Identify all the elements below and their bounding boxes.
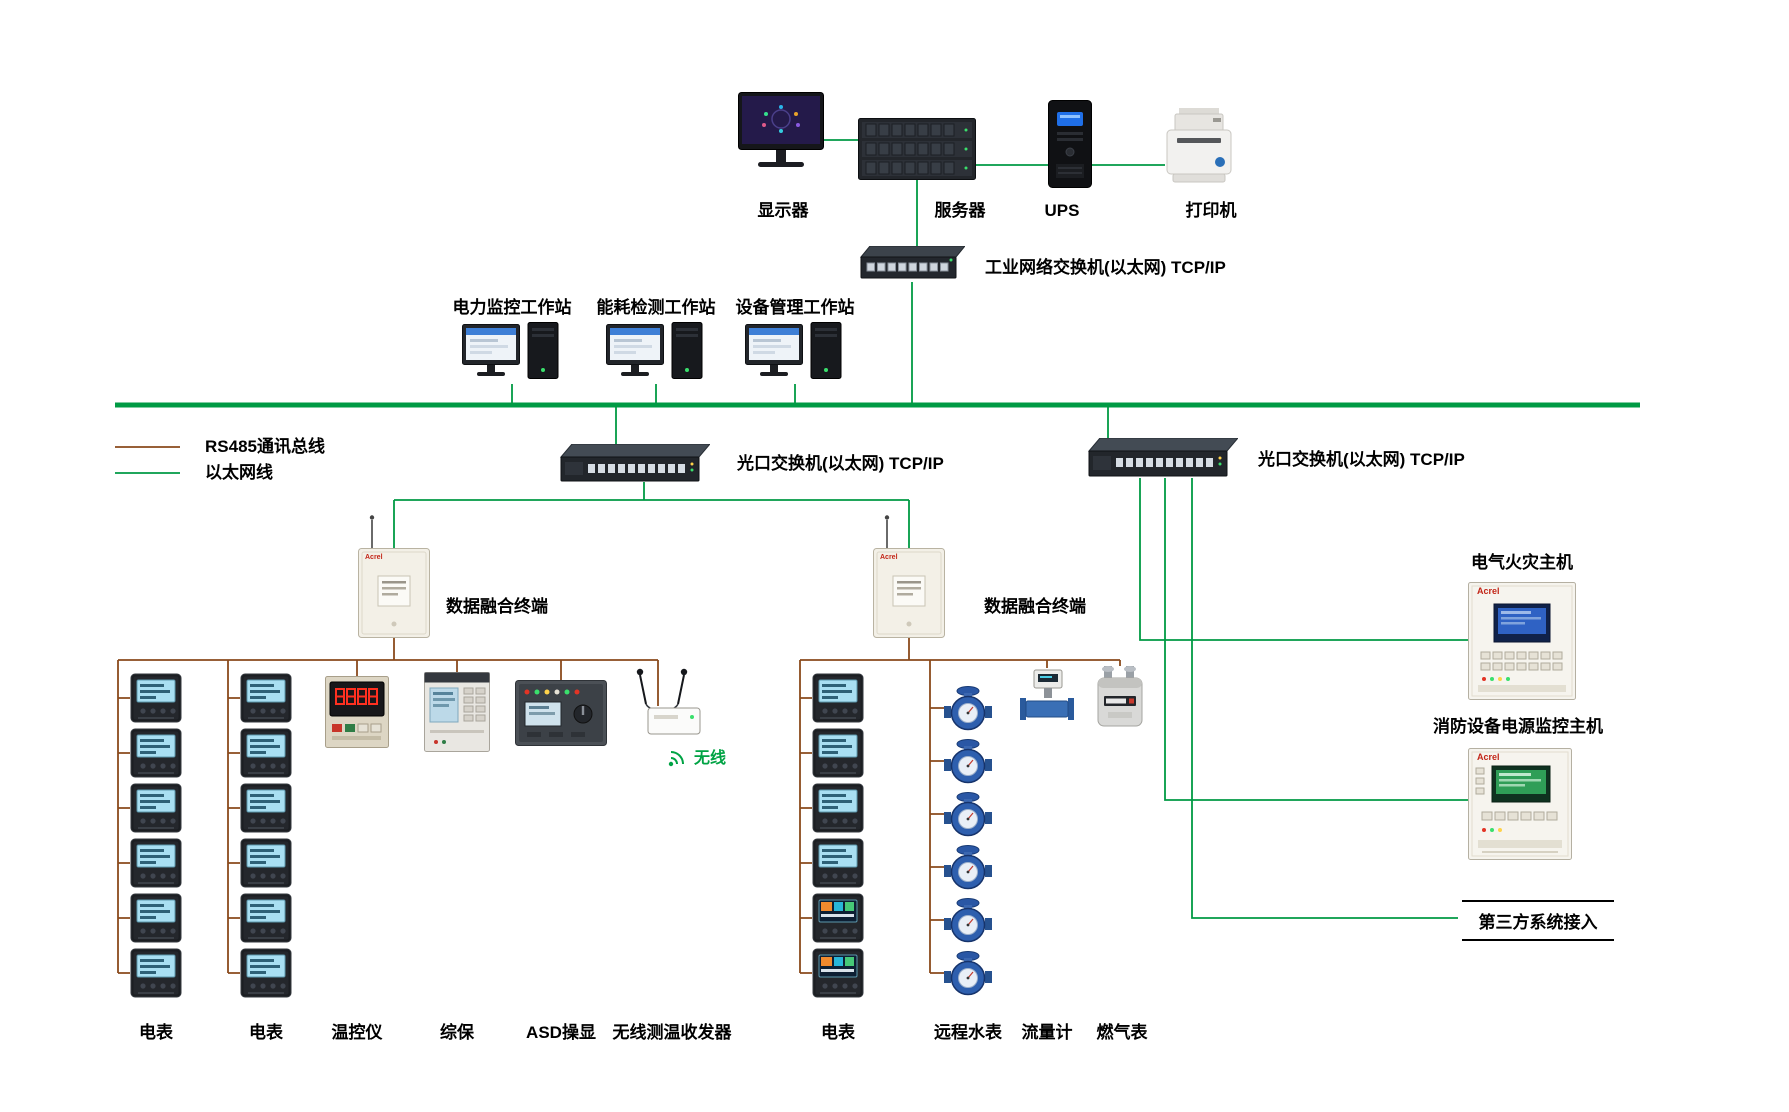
energy-meter	[812, 783, 864, 833]
legend-ethernet-label: 以太网线	[205, 463, 273, 482]
energy-meter	[240, 783, 292, 833]
energy-meter	[130, 783, 182, 833]
server-device	[858, 118, 976, 180]
industrial-switch-device	[860, 246, 965, 282]
energy-meter-color	[812, 948, 864, 998]
acrel-logo: Acrel	[1477, 586, 1500, 596]
optical-switch-right-label: 光口交换机(以太网) TCP/IP	[1258, 450, 1465, 469]
industrial-switch-label: 工业网络交换机(以太网) TCP/IP	[985, 258, 1226, 277]
wireless-transceiver-label: 无线测温收发器	[612, 1023, 732, 1042]
water-meter-device	[944, 791, 992, 837]
fire-host-label: 电气火灾主机	[1471, 553, 1573, 572]
legend-rs485-label: RS485通讯总线	[205, 437, 325, 456]
energy-meter	[240, 728, 292, 778]
fire-alarm-host-device: Acrel	[1468, 582, 1576, 700]
protection-label: 综保	[440, 1023, 474, 1042]
water-meter-label: 远程水表	[934, 1023, 1002, 1042]
temp-controller-label: 温控仪	[331, 1023, 383, 1042]
workstation-energy-device	[606, 322, 706, 384]
energy-meter	[130, 838, 182, 888]
ethernet-wires	[115, 139, 1640, 919]
acrel-logo: Acrel	[365, 554, 383, 561]
water-meter-device	[944, 950, 992, 996]
optical-switch-left-label: 光口交换机(以太网) TCP/IP	[737, 454, 944, 473]
workstation-device-label: 设备管理工作站	[735, 298, 855, 317]
fire-power-host-device: Acrel	[1468, 748, 1572, 860]
fusion-terminal-right-label: 数据融合终端	[984, 597, 1086, 616]
energy-meter	[130, 673, 182, 723]
wireless-transceiver-device	[620, 668, 725, 738]
asd-panel-device	[515, 680, 607, 746]
energy-meter	[130, 728, 182, 778]
energy-meter	[812, 838, 864, 888]
acrel-logo: Acrel	[1477, 752, 1500, 762]
energy-meter	[240, 673, 292, 723]
flow-meter-device	[1020, 668, 1074, 724]
third-party-box: 第三方系统接入	[1462, 900, 1614, 941]
water-meter-device	[944, 897, 992, 943]
protection-relay-device	[424, 672, 490, 752]
printer-device	[1165, 104, 1233, 188]
acrel-logo: Acrel	[880, 554, 898, 561]
temp-controller-device	[325, 676, 389, 748]
water-meter-device	[944, 844, 992, 890]
workstation-power-device	[462, 322, 562, 384]
optical-switch-right-device	[1088, 438, 1238, 478]
fusion-terminal-left-label: 数据融合终端	[446, 597, 548, 616]
energy-meter	[812, 673, 864, 723]
energy-meter-color	[812, 893, 864, 943]
energy-meter	[130, 893, 182, 943]
wireless-tag-label: 无线	[694, 750, 727, 767]
fire-power-host-label: 消防设备电源监控主机	[1433, 717, 1603, 736]
server-label: 服务器	[934, 201, 986, 220]
monitor-label: 显示器	[757, 201, 809, 220]
energy-meter	[240, 948, 292, 998]
fusion-terminal-right-device: Acrel	[873, 548, 945, 638]
meter-col1-label: 电表	[139, 1023, 173, 1042]
workstation-power-label: 电力监控工作站	[452, 298, 572, 317]
water-meter-device	[944, 738, 992, 784]
energy-meter	[130, 948, 182, 998]
flow-meter-label: 流量计	[1021, 1023, 1073, 1042]
workstation-energy-label: 能耗检测工作站	[596, 298, 716, 317]
third-party-label: 第三方系统接入	[1478, 913, 1598, 932]
meter-col2-label: 电表	[249, 1023, 283, 1042]
rs485-wires	[115, 446, 1121, 974]
workstation-device-mgmt-device	[745, 322, 845, 384]
asd-label: ASD操显	[526, 1023, 596, 1042]
wifi-icon	[668, 751, 684, 767]
meter-col3-label: 电表	[821, 1023, 855, 1042]
terminal-antennas	[369, 515, 890, 548]
ups-label: UPS	[1044, 201, 1080, 220]
monitor-device	[738, 92, 824, 176]
energy-meter	[240, 838, 292, 888]
optical-switch-left-device	[560, 444, 710, 482]
water-meter-device	[944, 685, 992, 731]
energy-meter	[240, 893, 292, 943]
fusion-terminal-left-device: Acrel	[358, 548, 430, 638]
ups-device	[1048, 100, 1092, 188]
gas-meter-device	[1096, 666, 1144, 730]
printer-label: 打印机	[1185, 201, 1237, 220]
energy-meter	[812, 728, 864, 778]
gas-meter-label: 燃气表	[1096, 1023, 1148, 1042]
